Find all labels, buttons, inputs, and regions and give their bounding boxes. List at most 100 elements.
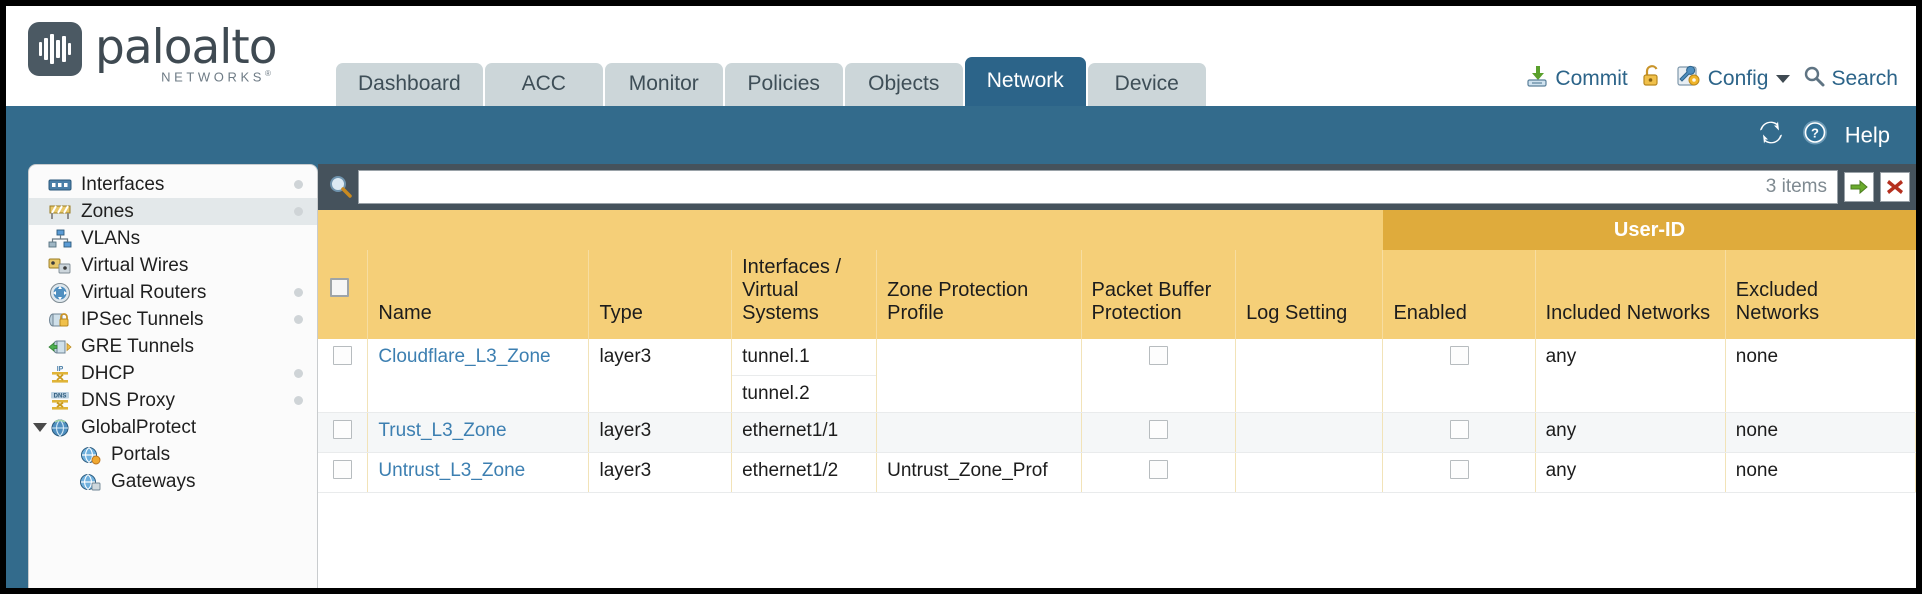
tab-policies[interactable]: Policies [724, 63, 843, 106]
zones-table-body: Cloudflare_L3_Zone layer3 tunnel.1 tunne… [318, 339, 1916, 493]
group-spacer [367, 210, 590, 250]
sidebar-item-indicator [294, 315, 303, 324]
packet-buffer-protection-checkbox[interactable] [1148, 420, 1168, 439]
sidebar-item-label: GRE Tunnels [81, 335, 194, 357]
main-tab-bar: Dashboard ACC Monitor Policies Objects N… [336, 57, 1206, 106]
magnifier-icon[interactable] [324, 174, 358, 200]
sidebar-item-dns-proxy[interactable]: DNS DNS Proxy [29, 387, 317, 414]
column-header-name[interactable]: Name [367, 250, 590, 339]
clear-filter-button[interactable] [1880, 172, 1910, 202]
sub-header-band: ? Help [6, 106, 1916, 164]
gre-tunnels-icon [47, 337, 73, 357]
tab-objects[interactable]: Objects [844, 63, 963, 106]
sidebar-item-zones[interactable]: Zones [29, 198, 317, 225]
red-x-clear-icon [1887, 180, 1903, 194]
tab-dashboard[interactable]: Dashboard [336, 63, 483, 106]
group-spacer [588, 210, 733, 250]
refresh-icon[interactable] [1757, 120, 1785, 151]
help-question-icon[interactable]: ? [1801, 119, 1829, 152]
column-header-enabled[interactable]: Enabled [1382, 250, 1536, 339]
userid-enabled-checkbox[interactable] [1449, 346, 1469, 365]
brand-text: paloalto NETWORKS® [95, 20, 277, 85]
zones-table-head: User-ID Name Type Interfaces / Virtual S… [318, 210, 1916, 339]
lock-button[interactable] [1641, 64, 1663, 94]
interfaces-icon [47, 175, 73, 195]
column-header-excluded-networks[interactable]: Excluded Networks [1725, 250, 1916, 339]
cell-packet-buffer-protection [1081, 339, 1237, 413]
row-checkbox[interactable] [333, 346, 353, 365]
column-header-type[interactable]: Type [588, 250, 733, 339]
virtual-routers-icon [47, 282, 73, 303]
brand-name: paloalto [95, 20, 277, 75]
zones-table-container: User-ID Name Type Interfaces / Virtual S… [318, 210, 1916, 588]
cell-log-setting [1235, 339, 1384, 413]
zone-link[interactable]: Cloudflare_L3_Zone [378, 346, 551, 367]
cell-excluded-networks: none [1725, 339, 1916, 413]
apply-filter-button[interactable] [1844, 172, 1874, 202]
cell-log-setting [1235, 412, 1384, 453]
cell-zone-protection-profile [876, 412, 1082, 453]
sidebar-item-virtual-wires[interactable]: Virtual Wires [29, 252, 317, 279]
column-header-zone-protection-profile[interactable]: Zone Protection Profile [876, 250, 1082, 339]
tab-monitor[interactable]: Monitor [604, 63, 723, 106]
interface-entry: ethernet1/2 [742, 460, 839, 481]
row-checkbox[interactable] [333, 460, 353, 479]
sidebar-item-gateways[interactable]: Gateways [29, 468, 317, 495]
config-menu-button[interactable]: Config [1676, 64, 1791, 94]
filter-bar: 3 items [318, 164, 1916, 210]
cell-name: Trust_L3_Zone [367, 412, 590, 453]
cell-type: layer3 [588, 452, 733, 493]
sidebar-item-ipsec-tunnels[interactable]: IPSec Tunnels [29, 306, 317, 333]
packet-buffer-protection-checkbox[interactable] [1148, 346, 1168, 365]
zone-link[interactable]: Untrust_L3_Zone [378, 460, 526, 481]
padlock-unlocked-icon [1641, 64, 1663, 94]
zone-link[interactable]: Trust_L3_Zone [378, 420, 507, 441]
column-header-interfaces-virtual-systems[interactable]: Interfaces / Virtual Systems [731, 250, 878, 339]
column-header-row: Name Type Interfaces / Virtual Systems Z… [318, 250, 1916, 339]
cell-excluded-networks: none [1725, 452, 1916, 493]
help-label[interactable]: Help [1844, 122, 1890, 147]
userid-enabled-checkbox[interactable] [1449, 420, 1469, 439]
table-row[interactable]: Trust_L3_Zone layer3 ethernet1/1 [318, 412, 1916, 453]
sidebar-item-virtual-routers[interactable]: Virtual Routers [29, 279, 317, 306]
commit-label: Commit [1555, 67, 1628, 90]
tab-network[interactable]: Network [964, 57, 1086, 106]
cell-excluded-networks: none [1725, 412, 1916, 453]
top-right-toolbar: Commit [1525, 64, 1898, 94]
column-header-log-setting[interactable]: Log Setting [1235, 250, 1384, 339]
sidebar-item-indicator [294, 180, 303, 189]
cell-packet-buffer-protection [1081, 452, 1237, 493]
search-input[interactable]: 3 items [358, 170, 1838, 204]
sidebar-item-globalprotect[interactable]: GlobalProtect [29, 414, 317, 441]
network-sidebar: Interfaces Zones VLANs Vir [28, 164, 318, 588]
brand-logo: paloalto NETWORKS® [28, 22, 277, 84]
sidebar-item-portals[interactable]: Portals [29, 441, 317, 468]
search-button[interactable]: Search [1803, 65, 1898, 93]
sidebar-item-interfaces[interactable]: Interfaces [29, 171, 317, 198]
cell-type: layer3 [588, 412, 733, 453]
packet-buffer-protection-checkbox[interactable] [1148, 460, 1168, 479]
sidebar-item-dhcp[interactable]: IP DHCP [29, 360, 317, 387]
row-select-cell [318, 412, 369, 453]
tab-device[interactable]: Device [1087, 63, 1206, 106]
sidebar-item-gre-tunnels[interactable]: GRE Tunnels [29, 333, 317, 360]
main-panel: 3 items [318, 164, 1916, 588]
column-header-packet-buffer-protection[interactable]: Packet Buffer Protection [1081, 250, 1237, 339]
globalprotect-icon [47, 418, 73, 438]
table-row[interactable]: Untrust_L3_Zone layer3 ethernet1/2 Untru… [318, 452, 1916, 493]
select-all-checkbox[interactable] [330, 278, 349, 297]
column-header-included-networks[interactable]: Included Networks [1535, 250, 1726, 339]
tab-acc[interactable]: ACC [484, 63, 603, 106]
sidebar-item-label: DHCP [81, 362, 135, 384]
userid-enabled-checkbox[interactable] [1449, 460, 1469, 479]
cell-packet-buffer-protection [1081, 412, 1237, 453]
commit-button[interactable]: Commit [1525, 64, 1628, 94]
cell-included-networks: any [1535, 412, 1726, 453]
table-row[interactable]: Cloudflare_L3_Zone layer3 tunnel.1 tunne… [318, 339, 1916, 413]
svg-text:DNS: DNS [54, 393, 67, 399]
expander-triangle-icon[interactable] [33, 423, 47, 432]
row-checkbox[interactable] [333, 420, 353, 439]
paloalto-logo-icon [28, 22, 82, 76]
cell-zone-protection-profile [876, 339, 1082, 413]
sidebar-item-vlans[interactable]: VLANs [29, 225, 317, 252]
